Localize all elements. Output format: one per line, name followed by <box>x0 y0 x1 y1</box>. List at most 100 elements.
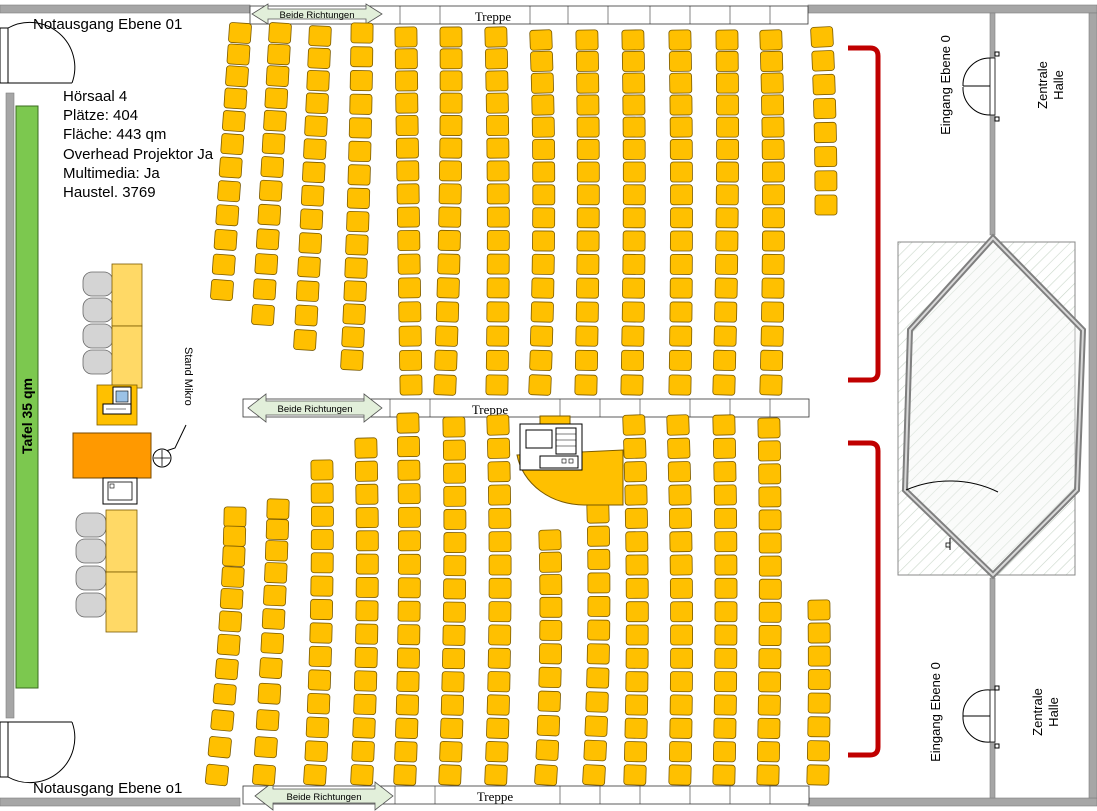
seat <box>666 414 690 436</box>
seat <box>439 115 463 136</box>
seat <box>807 645 831 667</box>
seat <box>714 531 738 553</box>
seat <box>669 671 693 693</box>
seat <box>712 414 736 436</box>
seat <box>485 374 509 396</box>
seat <box>216 633 241 656</box>
board <box>15 105 39 689</box>
seat <box>307 47 331 69</box>
seat <box>669 116 693 138</box>
seat <box>485 349 509 371</box>
central-hall-area <box>897 233 1087 580</box>
seat <box>622 230 646 252</box>
seat <box>341 326 365 348</box>
seat <box>439 70 463 92</box>
seat <box>486 137 510 159</box>
seat <box>437 253 461 275</box>
seat <box>761 301 785 323</box>
seat <box>294 304 319 327</box>
seat <box>433 374 457 396</box>
seat <box>440 717 464 740</box>
seat <box>263 109 287 132</box>
entrance-door-bottom <box>962 685 1000 749</box>
seat <box>814 146 838 168</box>
seat <box>349 93 373 115</box>
seat <box>531 116 555 138</box>
seat <box>539 619 563 641</box>
seat <box>531 277 555 299</box>
seat <box>220 133 245 156</box>
seat <box>443 578 467 600</box>
seat <box>583 739 607 762</box>
seat <box>261 608 286 630</box>
seat <box>225 65 249 88</box>
seating-block-lower <box>204 412 831 787</box>
seat <box>355 530 379 552</box>
emergency-exit-label-bottom: Notausgang Ebene o1 <box>33 780 182 797</box>
seat <box>394 26 418 48</box>
seat <box>714 301 738 323</box>
seat <box>587 595 611 617</box>
seat <box>350 764 374 786</box>
seat <box>538 529 562 551</box>
seat <box>438 764 462 786</box>
seat <box>221 566 245 588</box>
seat <box>436 277 460 299</box>
seat <box>397 277 422 299</box>
seat <box>349 70 373 92</box>
seat <box>305 716 330 739</box>
seat <box>624 507 648 529</box>
seat <box>218 156 243 179</box>
seat <box>761 138 785 160</box>
emergency-door-top <box>0 21 76 84</box>
seat <box>667 461 691 483</box>
seat <box>812 73 836 96</box>
seat <box>758 671 782 693</box>
room-projector: Overhead Projektor Ja <box>63 145 214 163</box>
seat <box>211 253 236 276</box>
seat <box>669 277 693 299</box>
seat <box>670 207 693 229</box>
seat <box>264 540 289 562</box>
seat <box>487 461 511 483</box>
seat <box>222 525 247 547</box>
seat <box>443 555 467 577</box>
seat <box>355 507 379 529</box>
seat <box>399 349 423 371</box>
room-info: Hörsaal 4 Plätze: 404 Fläche: 443 qm Ove… <box>63 87 213 202</box>
seat <box>669 325 693 347</box>
seat <box>713 461 737 483</box>
seat <box>622 253 646 275</box>
seat <box>395 92 419 114</box>
seat <box>757 717 781 739</box>
seat <box>257 682 282 705</box>
seat <box>760 325 784 347</box>
seat <box>756 764 780 786</box>
seat <box>620 374 644 396</box>
seat <box>305 92 329 115</box>
seat <box>310 482 334 504</box>
seat <box>622 72 646 94</box>
seat <box>355 576 379 598</box>
seat <box>760 72 784 94</box>
seat <box>396 436 421 458</box>
seat <box>575 50 599 72</box>
seat <box>574 374 598 396</box>
seat <box>535 739 560 761</box>
hall-label-top-line2: Halle <box>1051 70 1066 100</box>
seat <box>622 116 646 138</box>
seat <box>716 116 739 138</box>
seat <box>807 692 831 714</box>
seat <box>397 506 421 528</box>
seat <box>667 437 691 459</box>
both-directions-label-bottom: Beide Richtungen <box>287 792 362 803</box>
seat <box>669 554 693 576</box>
seat <box>575 29 599 51</box>
seat <box>302 161 326 184</box>
seat <box>345 234 369 256</box>
seat <box>486 206 510 228</box>
seat <box>397 530 421 552</box>
seat <box>251 304 275 326</box>
seat <box>807 622 831 644</box>
seat <box>399 374 423 396</box>
